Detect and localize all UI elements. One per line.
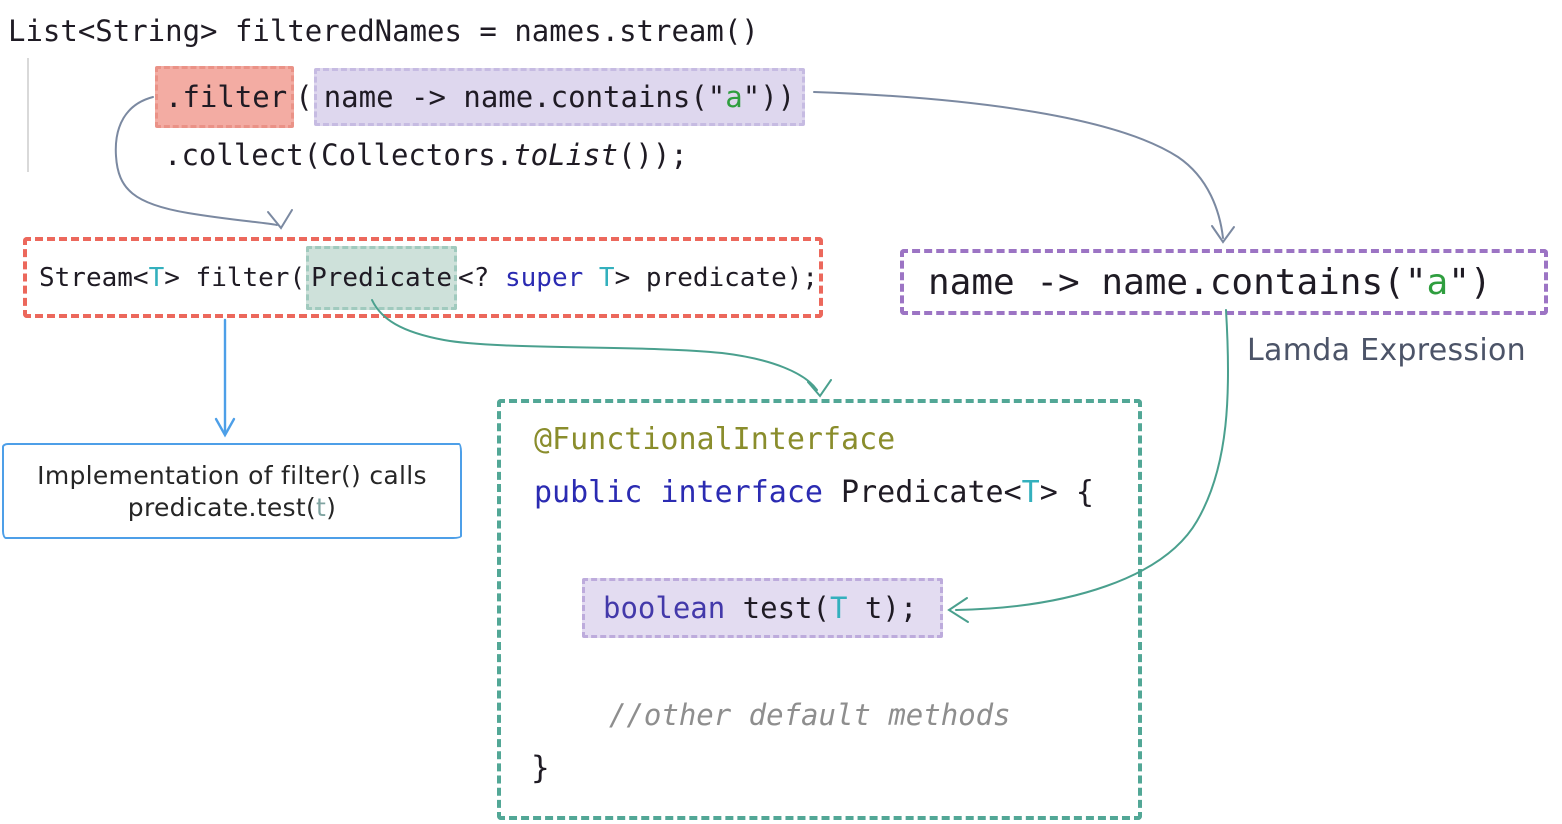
- default-methods-comment: //other default methods: [609, 698, 1011, 732]
- filter-call-text: .filter: [165, 80, 288, 114]
- sig-stream: Stream<: [39, 262, 149, 293]
- filter-signature-box: Stream<T> filter(Predicate<? super T> pr…: [23, 237, 823, 318]
- closing-brace: }: [531, 750, 550, 786]
- decl-generic: T: [1021, 475, 1040, 510]
- test-method-highlight: boolean test(T t);: [582, 578, 943, 638]
- impl-note-call: predicate.test(: [127, 492, 317, 522]
- sig-end: > predicate);: [614, 262, 819, 293]
- filter-call-highlight: .filter: [155, 66, 295, 128]
- test-end: t);: [847, 591, 918, 625]
- predicate-highlight: Predicate: [306, 245, 458, 310]
- sig-super-keyword: super: [504, 262, 584, 293]
- lambda-expression-caption: Lamda Expression: [1247, 333, 1526, 368]
- impl-note-line2: predicate.test(t): [128, 493, 336, 522]
- collect-post: ());: [617, 138, 688, 172]
- sig-filter: > filter(: [164, 262, 306, 293]
- lambda-post: ")): [742, 80, 796, 114]
- test-generic: T: [829, 591, 848, 625]
- interface-declaration: public interface Predicate<T> {: [534, 475, 1094, 510]
- lambda-box-pre: name -> name.contains(": [928, 261, 1427, 303]
- lambda-expression-box: name -> name.contains("a"): [900, 249, 1548, 315]
- sig-generic-2: T: [583, 262, 615, 293]
- lambda-box-post: "): [1448, 261, 1492, 303]
- lambda-pre: name -> name.contains(": [323, 80, 726, 114]
- implementation-note-box: Implementation of filter() calls predica…: [2, 443, 462, 539]
- arrow-lambda-to-lambda-box: [813, 91, 1235, 244]
- indent-guide-line: [27, 58, 29, 172]
- functional-interface-annotation: @FunctionalInterface: [534, 422, 896, 457]
- sig-predicate: Predicate: [311, 262, 453, 293]
- decl-name-pre: Predicate<: [841, 475, 1022, 510]
- signature-text: Stream<T> filter(Predicate<? super T> pr…: [39, 245, 819, 310]
- lambda-argument-text: name -> name.contains("a")): [324, 80, 795, 114]
- lambda-string-literal: a: [725, 80, 743, 114]
- code-line-stream: List<String> filteredNames = names.strea…: [8, 14, 759, 48]
- lambda-argument-highlight: name -> name.contains("a")): [313, 68, 806, 126]
- code-line-filter: .filter( name -> name.contains("a")): [155, 66, 806, 128]
- lambda-box-text: name -> name.contains("a"): [928, 262, 1492, 303]
- collect-pre: .collect(Collectors.: [164, 138, 514, 172]
- code-line-collect: .collect(Collectors.toList());: [164, 136, 688, 174]
- sig-generic-1: T: [148, 262, 165, 293]
- arrow-signature-to-impl-note: [214, 318, 236, 438]
- impl-note-line1: Implementation of filter() calls: [37, 460, 427, 490]
- test-name: test(: [725, 591, 830, 625]
- filter-open-paren: (: [295, 80, 313, 114]
- predicate-interface-box: @FunctionalInterface public interface Pr…: [497, 399, 1142, 820]
- decl-keywords: public interface: [534, 475, 842, 510]
- lambda-box-string-literal: a: [1426, 261, 1449, 303]
- sig-wildcard: <?: [458, 262, 505, 293]
- test-method-text: boolean test(T t);: [603, 591, 917, 625]
- impl-note-close: ): [326, 492, 337, 522]
- decl-name-post: > {: [1039, 475, 1094, 510]
- test-return-type: boolean: [603, 591, 726, 625]
- impl-note-arg: t: [316, 492, 327, 522]
- collect-tolist: toList: [513, 138, 618, 172]
